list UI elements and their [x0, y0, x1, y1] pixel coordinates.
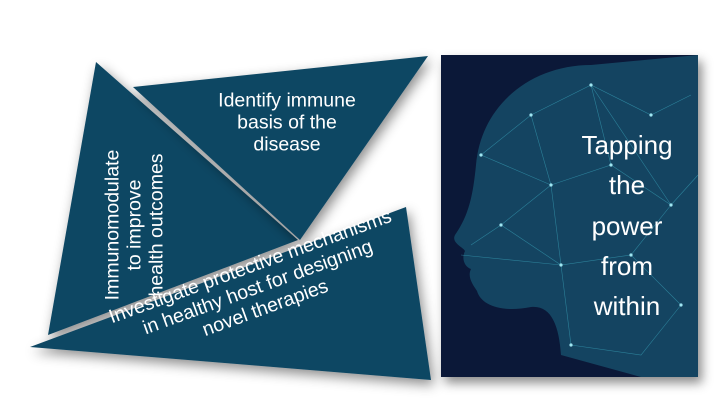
text-line: Immunomodulate [101, 149, 124, 301]
network-head-illustration [454, 55, 698, 377]
text-line: within [593, 291, 661, 322]
text-line: Tapping [581, 130, 673, 160]
left-triangle-text: Immunomodulate to improve health outcome… [101, 149, 167, 301]
bottom-triangle [30, 207, 431, 380]
text-line: Identify immune [218, 89, 356, 112]
text-line: health outcomes [144, 153, 167, 297]
head-network-image-panel: Tapping the power from within [441, 55, 698, 377]
text-line: disease [253, 132, 321, 155]
left-triangle [48, 62, 298, 335]
top-triangle-text: Identify immune basis of the disease [218, 89, 356, 155]
text-line: basis of the [237, 111, 337, 134]
panel-caption: Tapping the power from within [581, 125, 672, 326]
text-line: the [608, 170, 646, 201]
text-line: from [600, 250, 653, 281]
text-line: to improve [123, 179, 146, 271]
top-triangle [133, 56, 428, 240]
text-line: power [591, 210, 663, 241]
